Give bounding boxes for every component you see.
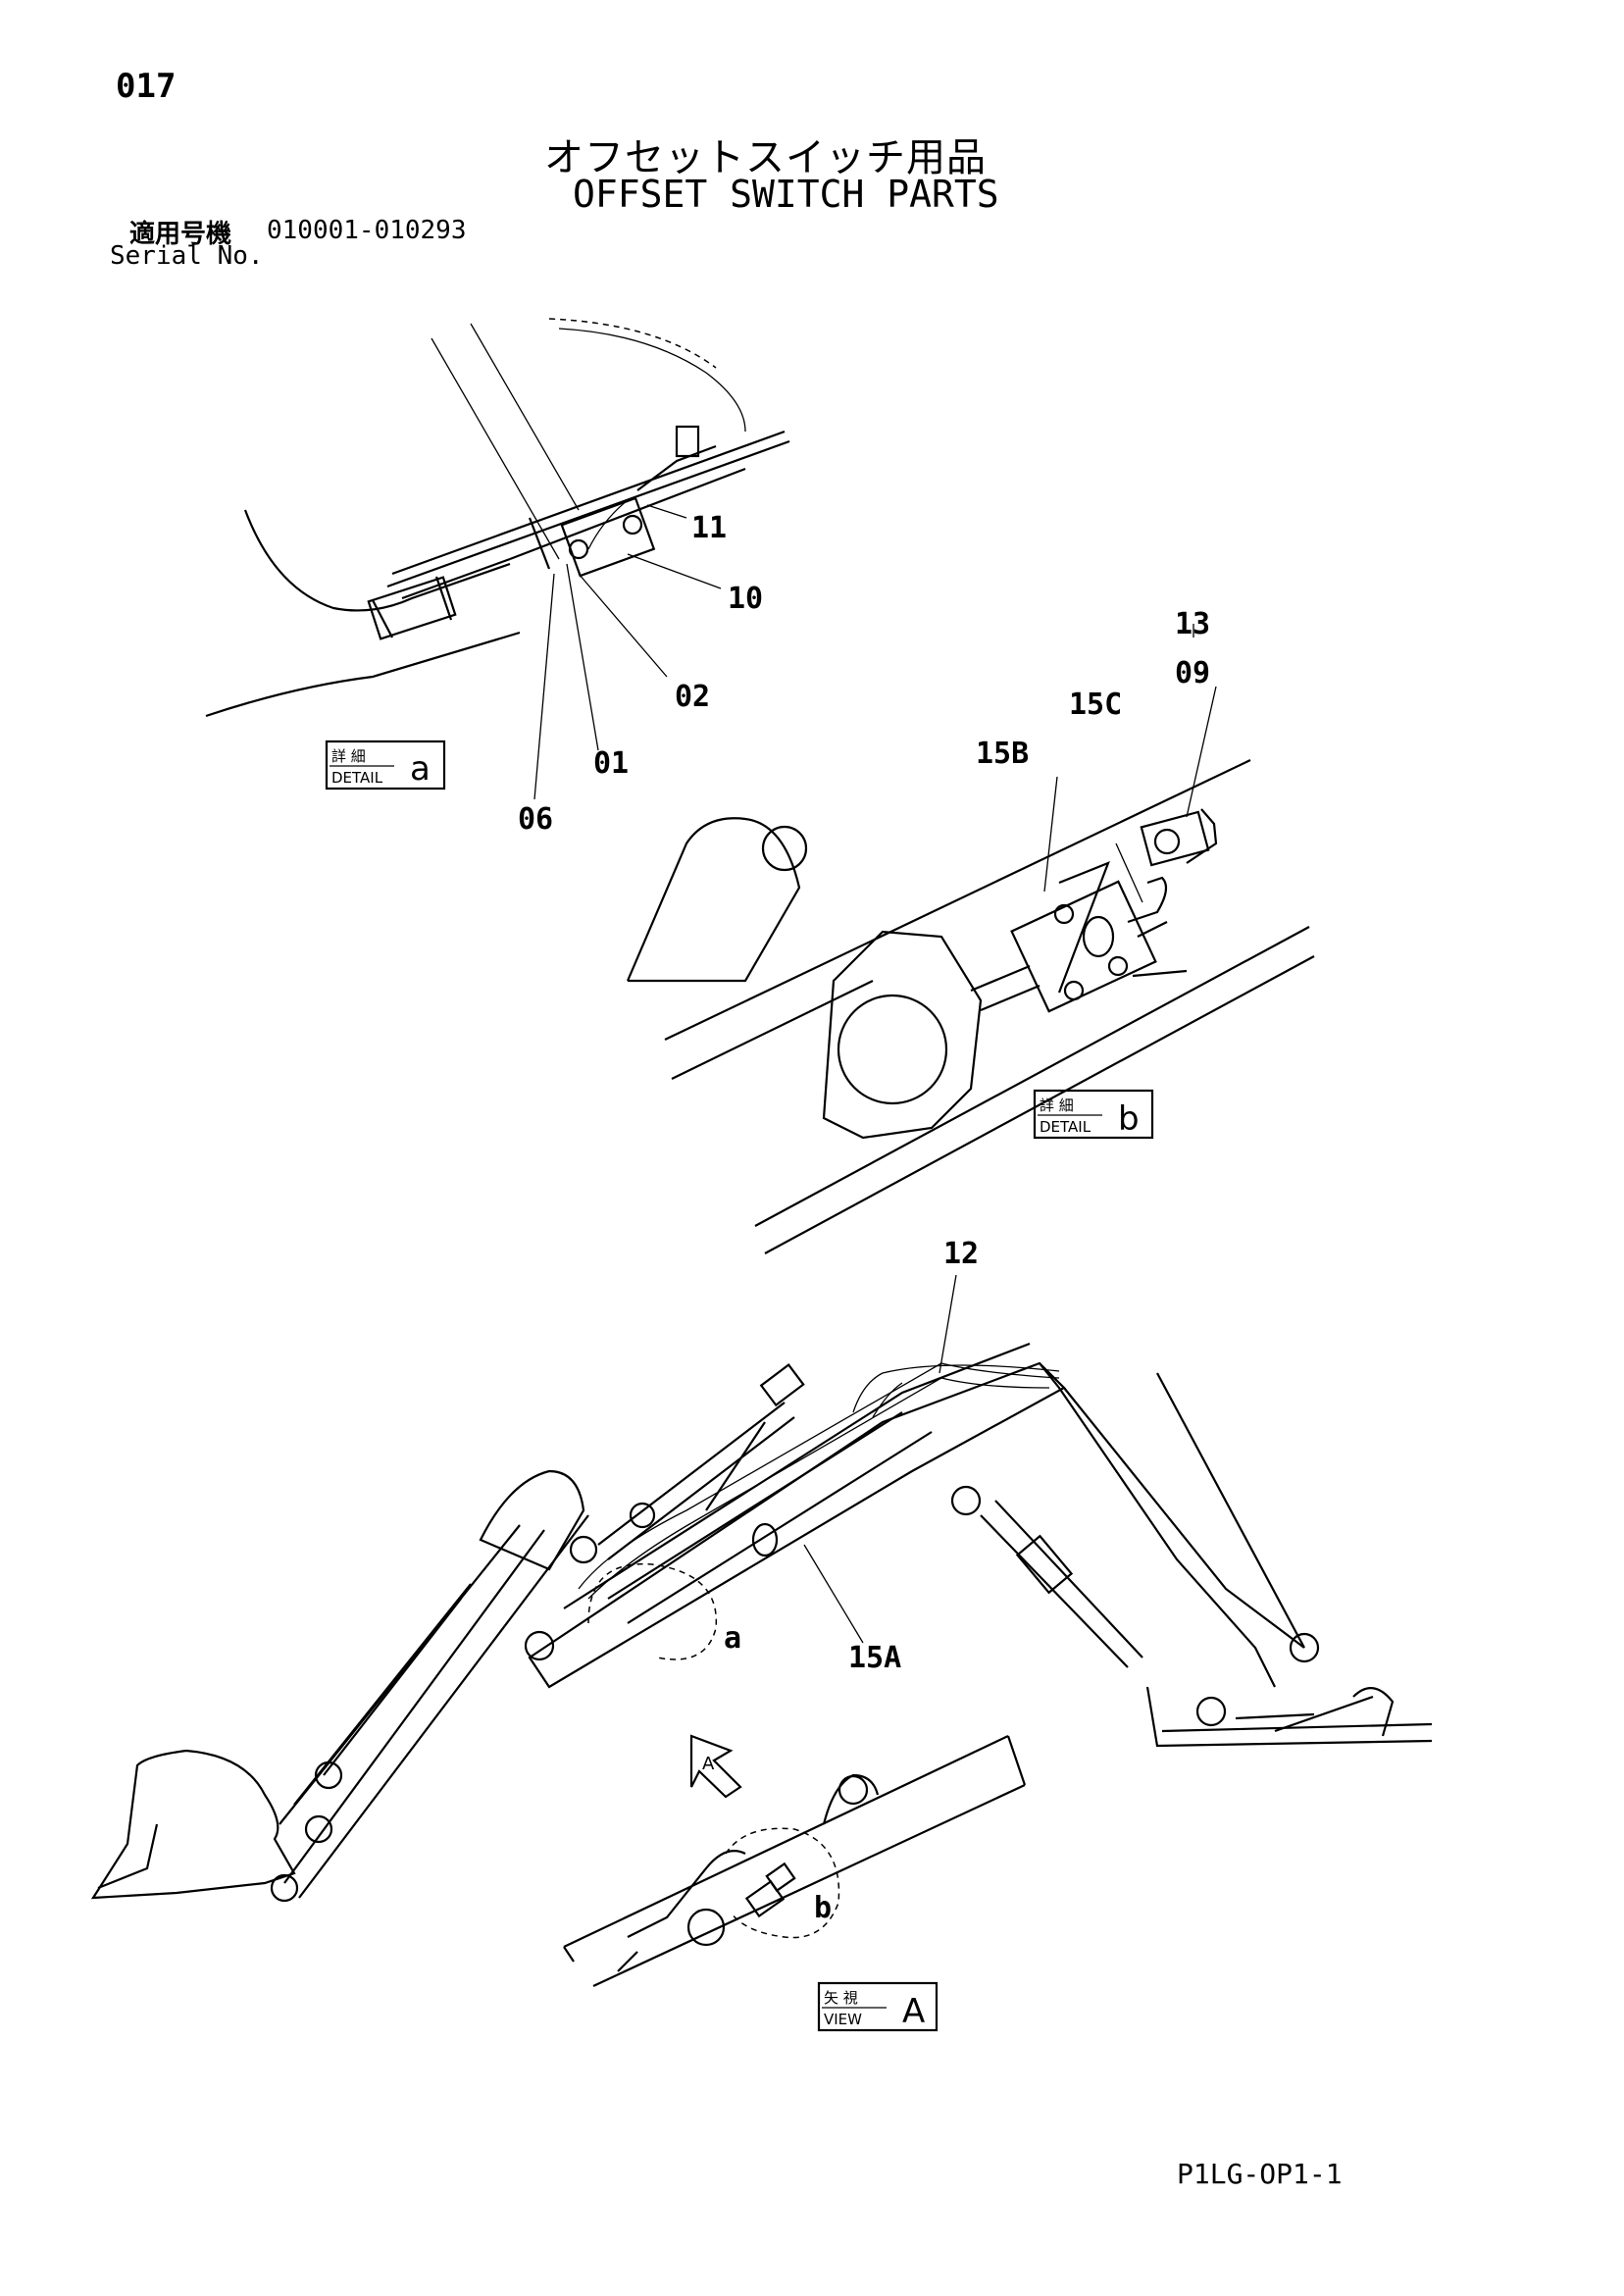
view-a-label-letter: A bbox=[902, 1992, 925, 2031]
callout-b: b bbox=[814, 1891, 832, 1925]
page-title-japanese: オフセットスイッチ用品 bbox=[544, 135, 987, 180]
callout-12: 12 bbox=[943, 1237, 979, 1271]
detail-b-label: 詳 細 DETAIL b bbox=[1033, 1089, 1154, 1140]
serial-label-english: Serial No. bbox=[110, 241, 264, 271]
view-a-label: 矢 視 VIEW A bbox=[817, 1981, 939, 2032]
callout-06: 06 bbox=[518, 802, 553, 837]
view-a-label-ja: 矢 視 bbox=[824, 1989, 858, 2007]
callout-09: 09 bbox=[1175, 656, 1210, 690]
callout-15b: 15B bbox=[976, 737, 1029, 771]
detail-a-label-en: DETAIL bbox=[331, 769, 383, 787]
callout-11: 11 bbox=[691, 511, 727, 545]
callout-15a: 15A bbox=[848, 1641, 901, 1675]
front-attachment-drawing bbox=[90, 1342, 1433, 1903]
callout-02: 02 bbox=[675, 680, 710, 714]
serial-number-range: 010001-010293 bbox=[267, 216, 467, 245]
detail-b-drawing bbox=[626, 624, 1315, 1254]
callout-15c: 15C bbox=[1069, 688, 1122, 722]
view-direction-arrow-letter: A bbox=[702, 1754, 715, 1774]
detail-b-label-ja: 詳 細 bbox=[1040, 1097, 1074, 1114]
detail-a-label: 詳 細 DETAIL a bbox=[325, 740, 446, 791]
callout-a: a bbox=[724, 1621, 741, 1656]
detail-b-label-letter: b bbox=[1118, 1099, 1140, 1139]
serial-label-japanese: 適用号機 bbox=[129, 220, 232, 249]
callout-13: 13 bbox=[1175, 607, 1210, 641]
view-direction-arrow: A bbox=[689, 1734, 742, 1799]
callout-01: 01 bbox=[593, 746, 629, 781]
view-a-drawing bbox=[563, 1735, 1027, 1987]
detail-b-label-en: DETAIL bbox=[1040, 1118, 1091, 1136]
view-a-label-en: VIEW bbox=[824, 2011, 862, 2028]
document-code: P1LG-OP1-1 bbox=[1177, 2158, 1343, 2190]
detail-a-drawing bbox=[205, 318, 790, 800]
callout-10: 10 bbox=[728, 582, 763, 616]
page-number: 017 bbox=[116, 67, 177, 106]
detail-a-label-letter: a bbox=[410, 749, 431, 789]
page-title-english: OFFSET SWITCH PARTS bbox=[573, 173, 999, 216]
detail-a-label-ja: 詳 細 bbox=[331, 747, 366, 765]
